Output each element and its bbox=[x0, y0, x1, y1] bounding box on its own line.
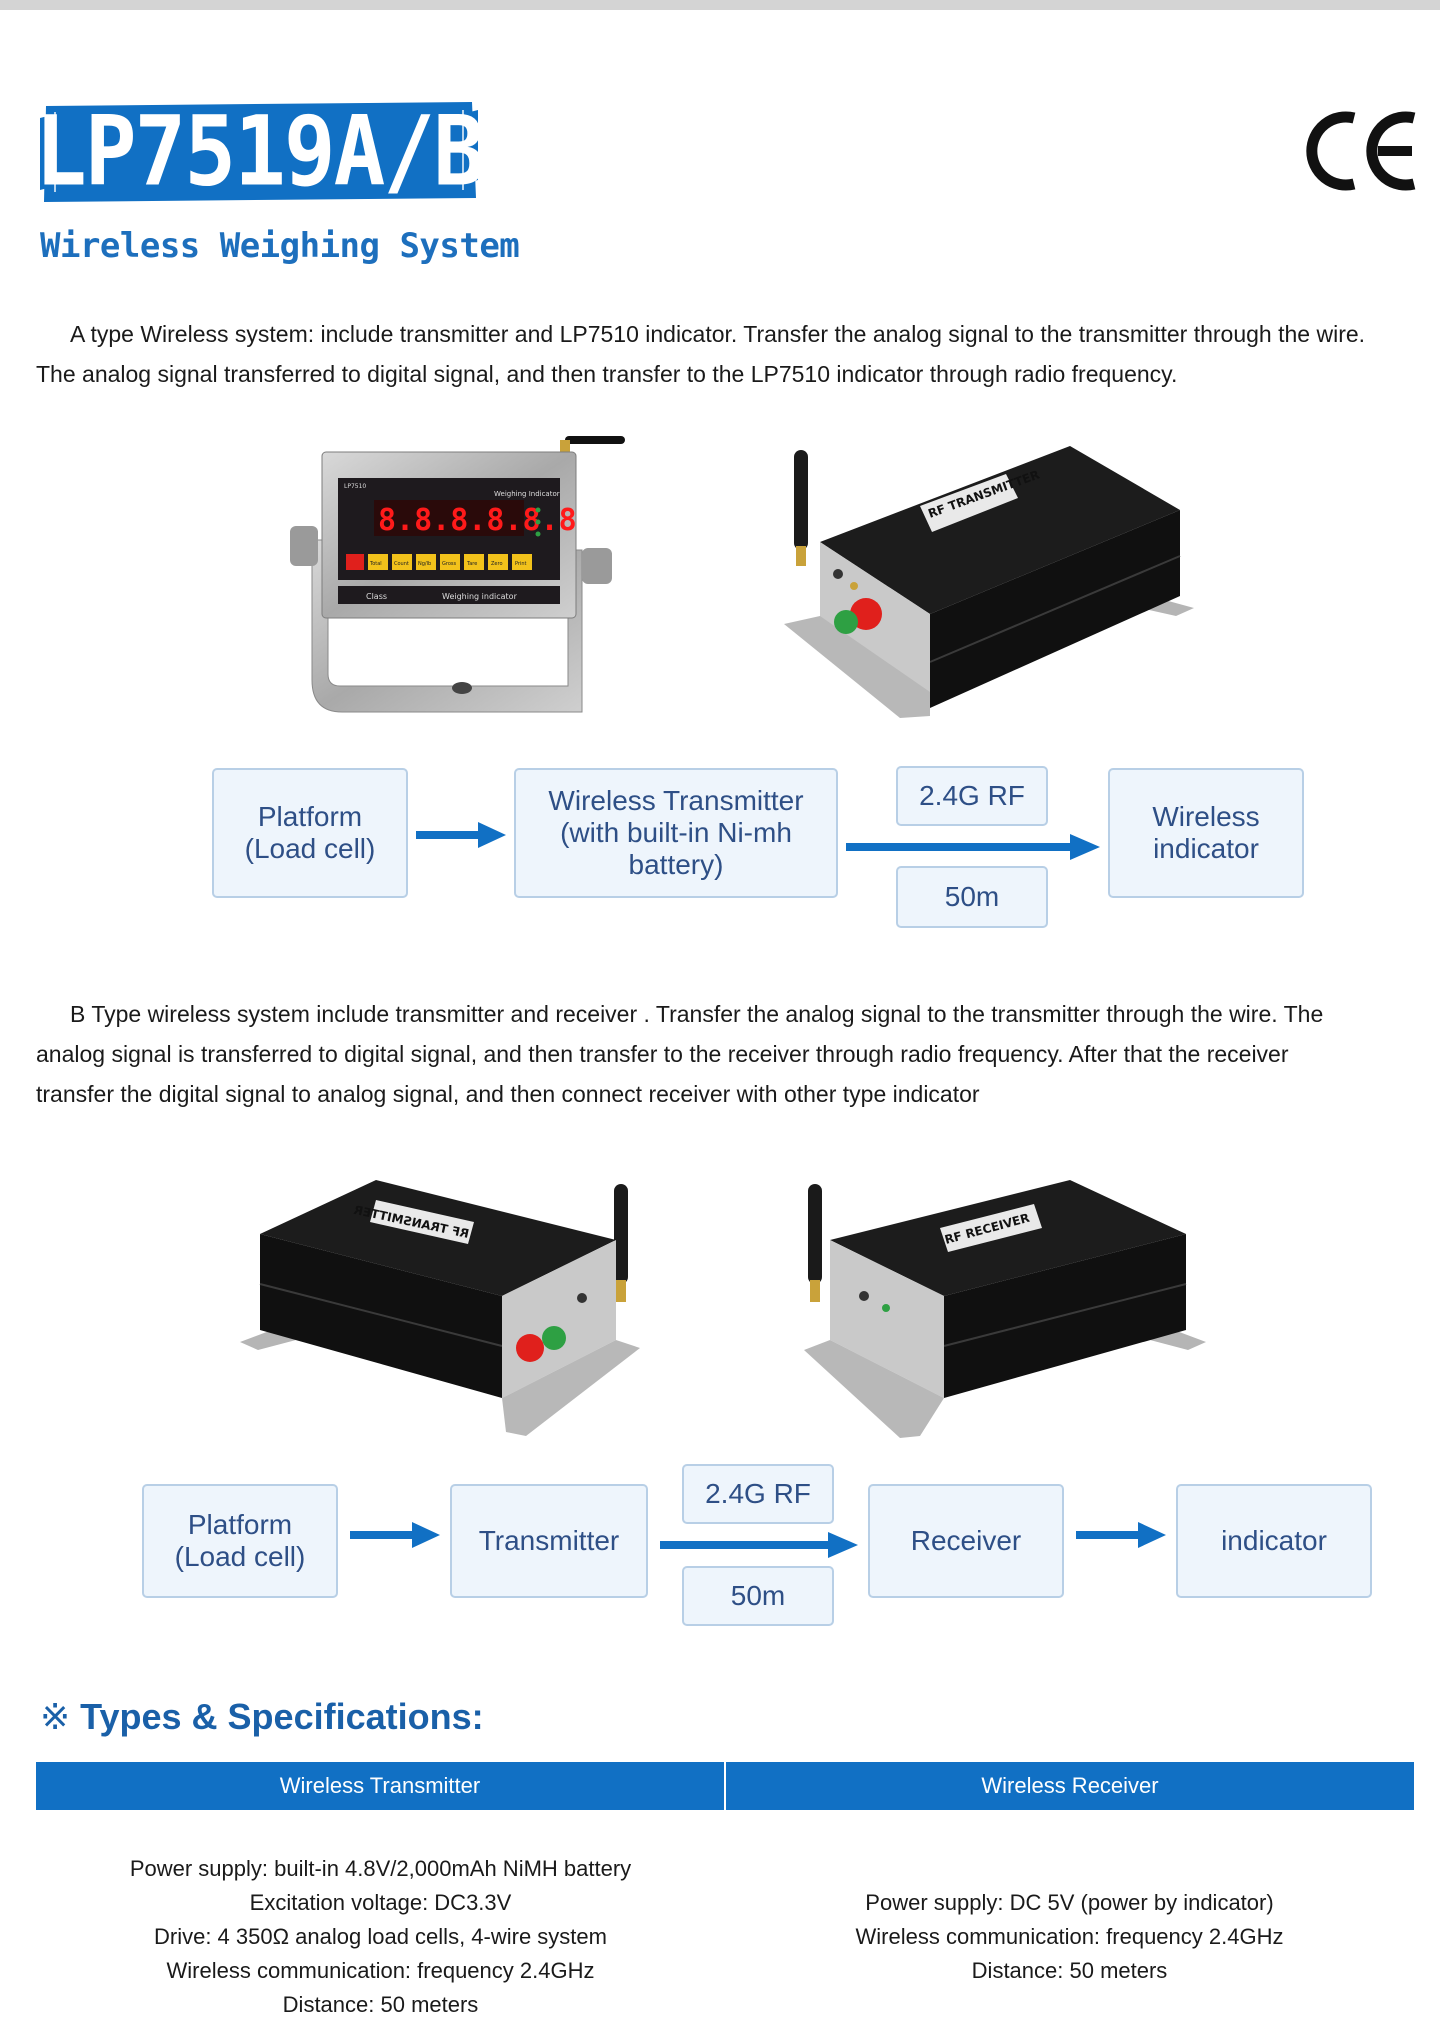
indicator-model-label: LP7510 bbox=[344, 483, 366, 490]
rf-transmitter-photo-a: RF TRANSMITTER bbox=[784, 446, 1194, 718]
flow-b-distance-label: 50m bbox=[730, 1580, 786, 1611]
type-b-line-3: transfer the digital signal to analog si… bbox=[36, 1081, 980, 1107]
flow-a-transmitter-line-3: battery) bbox=[628, 849, 724, 880]
page-subtitle: Wireless Weighing System bbox=[40, 226, 520, 266]
rf-transmitter-photo-b: RF TRANSMITTER bbox=[240, 1180, 640, 1436]
type-b-description: B Type wireless system include transmitt… bbox=[36, 994, 1416, 1114]
flow-a-platform-line-1: Platform bbox=[257, 801, 363, 832]
flow-a-transmitter-line-1: Wireless Transmitter bbox=[548, 785, 804, 816]
spec-transmitter-line: Power supply: built-in 4.8V/2,000mAh NiM… bbox=[129, 1856, 632, 1881]
rf-receiver-photo: RF RECEIVER bbox=[804, 1180, 1206, 1438]
specs-header-divider bbox=[724, 1762, 726, 1810]
specs-transmitter-cell: Power supply: built-in 4.8V/2,000mAh NiM… bbox=[36, 1810, 725, 2040]
flow-b-indicator-box: indicator bbox=[1176, 1484, 1372, 1598]
product-logo: LP7519A/B bbox=[35, 96, 485, 208]
specs-column-receiver: Wireless Receiver bbox=[981, 1773, 1159, 1798]
key-gross: Gross bbox=[442, 561, 456, 567]
flow-a-arrow-1-icon bbox=[416, 822, 506, 848]
indicator-footer-label: Weighing indicator bbox=[442, 592, 518, 601]
flow-a-transmitter-box: Wireless Transmitter (with built-in Ni-m… bbox=[514, 768, 838, 898]
specs-heading: ※Types & Specifications: bbox=[40, 1696, 484, 1738]
flow-a-transmitter-line-2: (with built-in Ni-mh bbox=[560, 817, 792, 848]
specs-table-header: Wireless Transmitter Wireless Receiver bbox=[36, 1762, 1414, 1810]
flow-b-rf-label: 2.4G RF bbox=[705, 1478, 811, 1509]
specs-column-transmitter: Wireless Transmitter bbox=[279, 1773, 481, 1798]
flow-b-transmitter-label: Transmitter bbox=[478, 1525, 620, 1556]
specs-table: Wireless Transmitter Wireless Receiver P… bbox=[36, 1762, 1414, 2040]
flow-b-arrow-rf-icon bbox=[660, 1532, 858, 1558]
flow-b-receiver-box: Receiver bbox=[868, 1484, 1064, 1598]
logo-text: LP7519A/B bbox=[35, 96, 485, 208]
spec-transmitter-line: Distance: 50 meters bbox=[282, 1992, 479, 2017]
type-a-line-2: The analog signal transferred to digital… bbox=[36, 361, 1178, 387]
spec-receiver-line: Distance: 50 meters bbox=[971, 1958, 1168, 1983]
flow-b-platform-box: Platform(Load cell) bbox=[142, 1484, 338, 1598]
type-a-line-1: A type Wireless system: include transmit… bbox=[70, 321, 1366, 347]
top-border bbox=[0, 0, 1440, 10]
flow-b-receiver-label: Receiver bbox=[910, 1525, 1022, 1556]
key-zero: Zero bbox=[491, 561, 503, 567]
flow-a-rf-box: 2.4G RF bbox=[896, 766, 1048, 826]
key-print: Print bbox=[515, 561, 527, 567]
flow-a-indicator-line-2: indicator bbox=[1153, 833, 1259, 864]
flow-a-platform-box: Platform(Load cell) bbox=[212, 768, 408, 898]
type-b-line-1: B Type wireless system include transmitt… bbox=[70, 1001, 1324, 1027]
lp7510-indicator-photo: LP7510 Weighing Indicator 8.8.8.8.8.8 To… bbox=[290, 436, 625, 713]
reference-mark-icon: ※ bbox=[40, 1696, 71, 1737]
specs-table-body: Power supply: built-in 4.8V/2,000mAh NiM… bbox=[36, 1810, 1414, 2040]
indicator-footer-class: Class bbox=[366, 592, 387, 601]
flow-b-arrow-1-icon bbox=[350, 1522, 440, 1548]
specs-heading-text: Types & Specifications: bbox=[80, 1696, 484, 1737]
flow-a-indicator-line-1: Wireless bbox=[1152, 801, 1260, 832]
flow-a-rf-label: 2.4G RF bbox=[919, 780, 1025, 811]
indicator-panel-label: Weighing Indicator bbox=[494, 490, 560, 498]
flow-b-rf-box: 2.4G RF bbox=[682, 1464, 834, 1524]
specs-receiver-cell: Power supply: DC 5V (power by indicator)… bbox=[725, 1810, 1414, 2040]
flow-b-transmitter-box: Transmitter bbox=[450, 1484, 648, 1598]
ce-mark-icon bbox=[1306, 111, 1416, 191]
flow-b-indicator-label: indicator bbox=[1221, 1525, 1327, 1556]
flow-a-arrow-rf-icon bbox=[846, 834, 1100, 860]
spec-receiver-line: Wireless communication: frequency 2.4GHz bbox=[855, 1924, 1284, 1949]
flow-b-platform-line-1: Platform bbox=[187, 1509, 293, 1540]
flow-a-distance-box: 50m bbox=[896, 866, 1048, 928]
type-b-line-2: analog signal is transferred to digital … bbox=[36, 1041, 1289, 1067]
indicator-display-digits: 8.8.8.8.8.8 bbox=[378, 503, 577, 538]
flow-b-distance-box: 50m bbox=[682, 1566, 834, 1626]
flow-b-platform-line-2: (Load cell) bbox=[174, 1541, 306, 1572]
flow-b-arrow-2-icon bbox=[1076, 1522, 1166, 1548]
spec-transmitter-line: Wireless communication: frequency 2.4GHz bbox=[166, 1958, 595, 1983]
spec-transmitter-line: Excitation voltage: DC3.3V bbox=[249, 1890, 512, 1915]
key-unit: Ng/lb bbox=[418, 561, 431, 567]
type-a-description: A type Wireless system: include transmit… bbox=[36, 314, 1416, 394]
key-count: Count bbox=[394, 561, 409, 567]
flow-a-distance-label: 50m bbox=[944, 881, 1000, 912]
flow-a-platform-line-2: (Load cell) bbox=[244, 833, 376, 864]
key-total: Total bbox=[369, 561, 382, 567]
logo-stamp-background bbox=[40, 102, 478, 202]
indicator-keypad: Total Count Ng/lb Gross Tare Zero Print bbox=[368, 554, 532, 570]
key-tare: Tare bbox=[466, 561, 477, 567]
spec-transmitter-line: Drive: 4 350Ω analog load cells, 4-wire … bbox=[154, 1924, 607, 1949]
spec-receiver-line: Power supply: DC 5V (power by indicator) bbox=[865, 1890, 1274, 1915]
